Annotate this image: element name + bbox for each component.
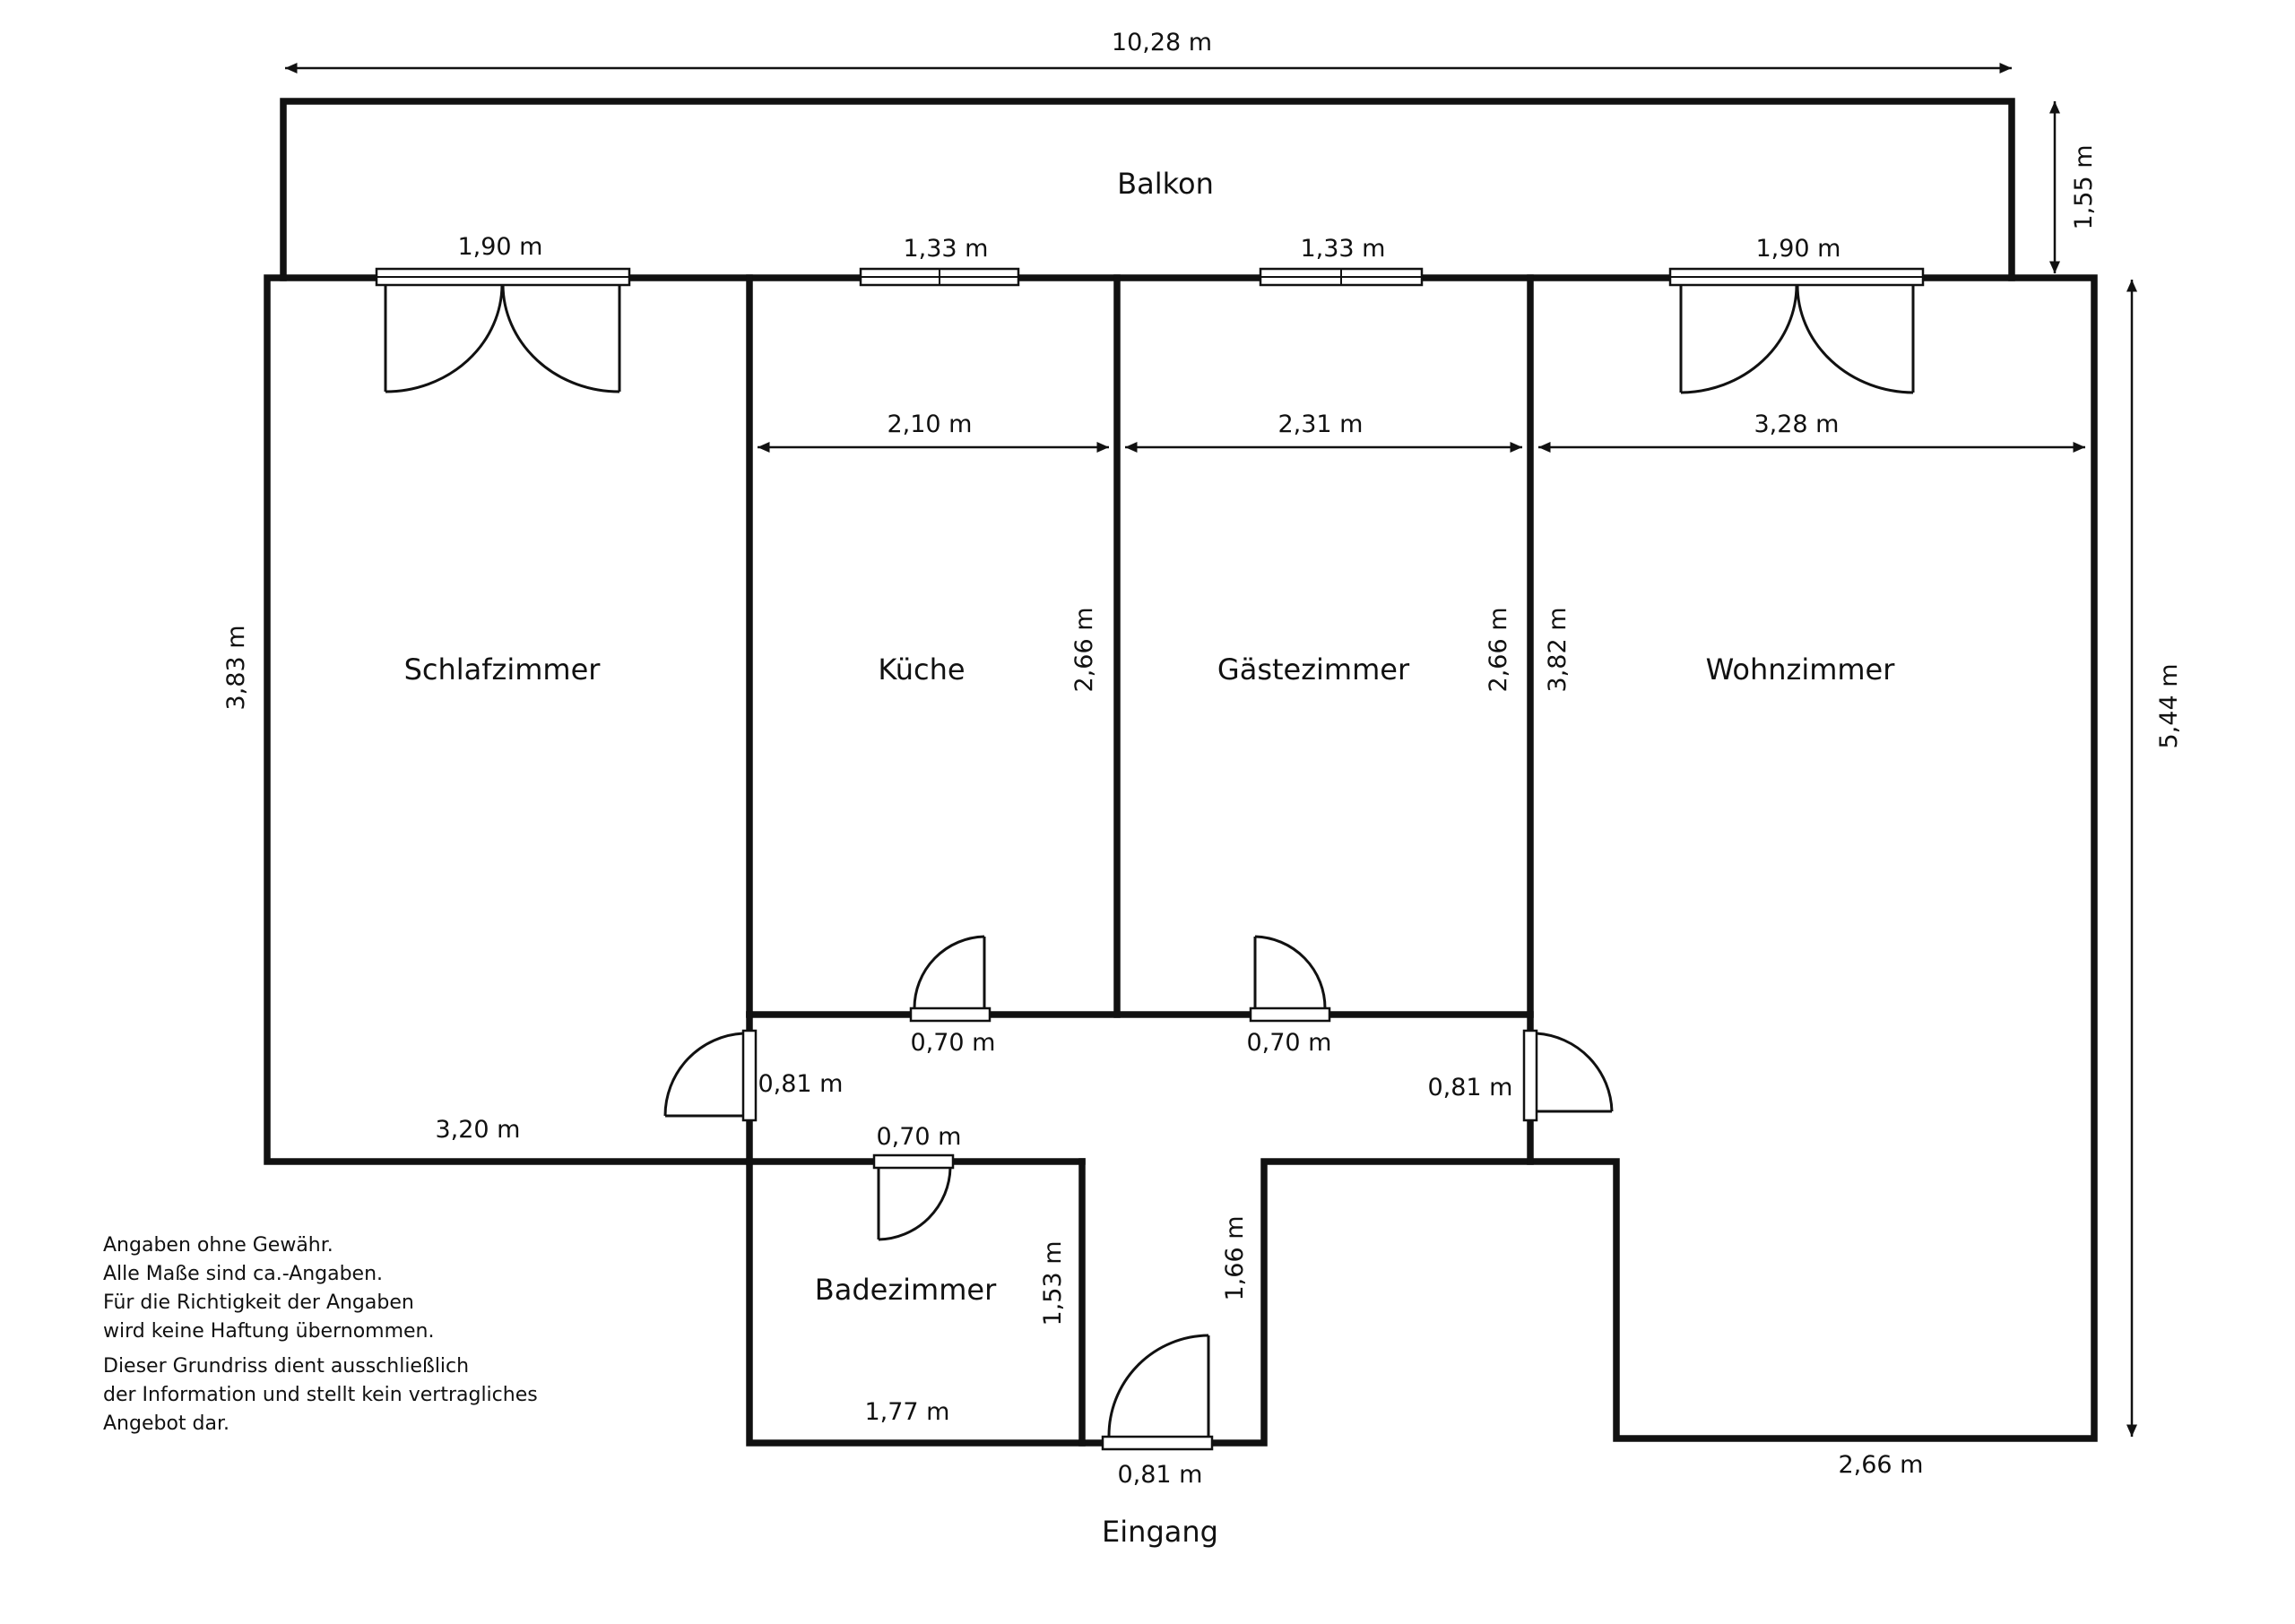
dim-wohn-depth: 3,82 m — [1544, 607, 1572, 692]
dim-schlaf-depth: 3,83 m — [222, 625, 250, 710]
door-frame-kueche — [909, 1006, 992, 1023]
room-label-schlafzimmer: Schlafzimmer — [404, 652, 602, 687]
disclaimer: Angaben ohne Gewähr. Alle Maße sind ca.-… — [103, 1234, 538, 1435]
disclaimer-line: Dieser Grundriss dient ausschließlich — [103, 1355, 469, 1378]
room-labels: Balkon Schlafzimmer Küche Gästezimmer Wo… — [404, 167, 1896, 1549]
door-frame-bad — [872, 1153, 955, 1170]
disclaimer-line: Angaben ohne Gewähr. — [103, 1234, 333, 1257]
dim-kueche-width: 2,10 m — [887, 410, 972, 438]
door-frame-gaeste — [1249, 1006, 1331, 1023]
dim-schlaf-width: 3,20 m — [435, 1116, 520, 1144]
door-frame-eingang — [1101, 1435, 1214, 1451]
dim-flur-depth: 1,66 m — [1221, 1215, 1249, 1300]
door-frame-wohn — [1522, 1029, 1538, 1122]
dim-door-schlaf: 0,81 m — [758, 1070, 843, 1098]
room-label-balkon: Balkon — [1117, 167, 1214, 201]
room-label-gaestezimmer: Gästezimmer — [1217, 652, 1410, 687]
dim-wohn-width: 3,28 m — [1754, 410, 1839, 438]
dim-door-eingang: 0,81 m — [1117, 1461, 1202, 1489]
walls — [264, 98, 2098, 1447]
disclaimer-line: der Information und stellt kein vertragl… — [103, 1384, 538, 1406]
disclaimer-line: Alle Maße sind ca.-Angaben. — [103, 1263, 383, 1285]
dim-window-gaeste: 1,33 m — [1300, 235, 1385, 263]
dim-total-width: 10,28 m — [1112, 29, 1212, 56]
dim-bad-width: 1,77 m — [864, 1398, 949, 1426]
windows — [375, 267, 1925, 394]
door-frame-schlaf — [741, 1029, 758, 1122]
dimension-lines — [285, 63, 2137, 1437]
dim-window-schlaf: 1,90 m — [457, 233, 542, 261]
room-label-badezimmer: Badezimmer — [815, 1273, 997, 1307]
disclaimer-line: Angebot dar. — [103, 1412, 230, 1435]
room-label-eingang: Eingang — [1102, 1515, 1218, 1549]
room-label-wohnzimmer: Wohnzimmer — [1706, 652, 1896, 687]
outer-wall — [264, 274, 2098, 1447]
doors — [663, 935, 1614, 1451]
dim-door-kueche: 0,70 m — [910, 1029, 995, 1057]
dim-door-bad: 0,70 m — [876, 1123, 961, 1151]
dim-window-wohn: 1,90 m — [1755, 235, 1840, 263]
balcony-door-leaf-schlaf — [384, 285, 621, 392]
disclaimer-line: wird keine Haftung übernommen. — [103, 1320, 435, 1343]
dim-balkon-depth: 1,55 m — [2070, 144, 2098, 229]
dim-wohn-bottom-width: 2,66 m — [1838, 1451, 1923, 1479]
balcony-wall — [280, 98, 2015, 281]
dim-window-kueche: 1,33 m — [903, 235, 988, 263]
room-label-kueche: Küche — [878, 652, 965, 687]
dim-door-gaeste: 0,70 m — [1246, 1029, 1331, 1057]
disclaimer-line: Für die Richtigkeit der Angaben — [103, 1291, 414, 1314]
dim-kueche-depth: 2,66 m — [1070, 607, 1098, 692]
dimension-labels: 10,28 m 1,55 m 5,44 m 1,90 m 1,33 m 1,33… — [222, 29, 2183, 1489]
dim-total-depth: 5,44 m — [2155, 663, 2183, 748]
dim-door-wohn: 0,81 m — [1427, 1074, 1512, 1101]
dim-gaeste-width: 2,31 m — [1277, 410, 1363, 438]
dim-bad-depth: 1,53 m — [1039, 1240, 1067, 1326]
dim-gaeste-depth: 2,66 m — [1485, 607, 1512, 692]
balcony-door-leaf-wohn — [1679, 285, 1915, 393]
